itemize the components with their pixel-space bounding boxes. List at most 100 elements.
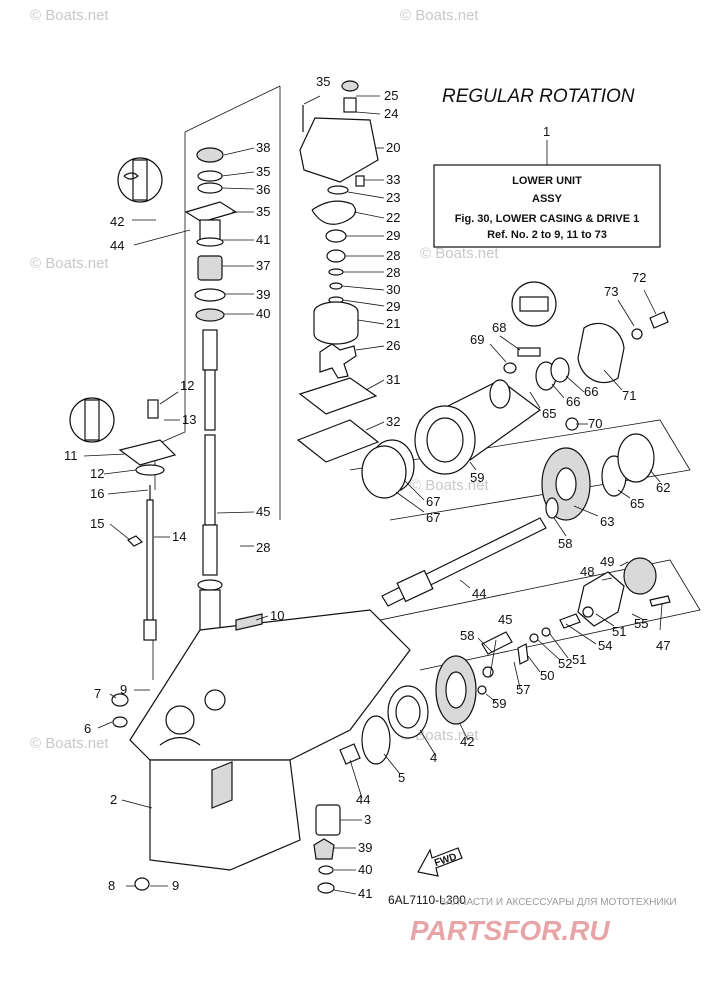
water-pump-assembly (296, 80, 380, 463)
watermark: © Boats.net (400, 7, 479, 24)
leader-lines (83, 95, 663, 895)
watermark: © Boats.net (30, 7, 109, 24)
callout-label: 28 (256, 540, 270, 555)
callout-label: 65 (630, 496, 644, 511)
callout-label: 57 (516, 682, 530, 697)
callout-label: 48 (580, 564, 594, 579)
info-box-line: ASSY (532, 193, 563, 205)
callout-label: 50 (540, 668, 554, 683)
callout-label: 10 (270, 608, 284, 623)
callout-label: 24 (384, 106, 398, 121)
info-box-frame (433, 164, 661, 248)
propeller-shaft (381, 517, 547, 607)
callout-label: 44 (356, 792, 370, 807)
callout-label: 13 (182, 412, 196, 427)
callout-label: 66 (584, 384, 598, 399)
callout-label: 28 (386, 265, 400, 280)
callout-label: 29 (386, 299, 400, 314)
drive-shaft-assembly (184, 147, 238, 663)
callout-label: 6 (84, 721, 91, 736)
callout-label: 11 (64, 448, 78, 463)
ad-brand: PARTSFOR.RU (410, 915, 610, 946)
callout-label: 22 (386, 210, 400, 225)
diagram-code: 6AL7110-L300 (388, 893, 466, 907)
lower-drive-parts (111, 693, 361, 894)
callout-label: 15 (90, 516, 104, 531)
callout-label: 9 (120, 682, 127, 697)
callout-label: 44 (472, 586, 486, 601)
callout-label: 29 (386, 228, 400, 243)
callout-label: 67 (426, 510, 440, 525)
callout-label: 14 (172, 529, 186, 544)
callout-label: 12 (180, 378, 194, 393)
gear-set (541, 433, 655, 521)
ad-tagline: ЗАПЧАСТИ И АКСЕССУАРЫ ДЛЯ МОТОТЕХНИКИ (440, 897, 677, 908)
callout-label: 8 (108, 878, 115, 893)
callout-label: 2 (110, 792, 117, 807)
callout-label: 9 (172, 878, 179, 893)
callout-label: 40 (256, 306, 270, 321)
watermark-layer: © Boats.net © Boats.net © Boats.net © Bo… (30, 7, 499, 752)
callout-label: 5 (398, 770, 405, 785)
detail-inset (69, 157, 557, 443)
callout-label: 45 (256, 504, 270, 519)
callout-label: 37 (256, 258, 270, 273)
callout-label: 55 (634, 616, 648, 631)
info-box-line: LOWER UNIT (512, 175, 582, 187)
callout-label: 12 (90, 466, 104, 481)
callout-label: 4 (430, 750, 437, 765)
callout-label: 59 (492, 696, 506, 711)
fwd-label: FWD (433, 852, 458, 870)
assembly-info-box: 1 LOWER UNIT ASSY Fig. 30, LOWER CASING … (433, 124, 661, 248)
callout-label: 35 (316, 74, 330, 89)
callout-label: 38 (256, 140, 270, 155)
callout-label: 47 (656, 638, 670, 653)
callout-label: 31 (386, 372, 400, 387)
callout-label: 30 (386, 282, 400, 297)
callout-label: 33 (386, 172, 400, 187)
callout-label: 35 (256, 164, 270, 179)
callout-label: 23 (386, 190, 400, 205)
callout-labels: 38 35 36 35 41 37 39 40 45 28 42 44 35 2… (64, 74, 670, 901)
callout-label: 62 (656, 480, 670, 495)
propeller-shaft-housing (361, 311, 669, 499)
info-box-line: Ref. No. 2 to 9, 11 to 73 (487, 229, 607, 241)
callout-label: 39 (358, 840, 372, 855)
callout-label: 16 (90, 486, 104, 501)
callout-label: 58 (558, 536, 572, 551)
watermark: © Boats.net (420, 245, 499, 262)
callout-label: 39 (256, 287, 270, 302)
callout-label: 21 (386, 316, 400, 331)
callout-label: 41 (256, 232, 270, 247)
callout-label: 36 (256, 182, 270, 197)
callout-label: 52 (558, 656, 572, 671)
callout-label: 28 (386, 248, 400, 263)
callout-label: 51 (612, 624, 626, 639)
callout-label: 49 (600, 554, 614, 569)
callout-label: 40 (358, 862, 372, 877)
callout-label: 26 (386, 338, 400, 353)
callout-label: 59 (470, 470, 484, 485)
watermark: © Boats.net (30, 735, 109, 752)
callout-label: 42 (110, 214, 124, 229)
callout-label: 67 (426, 494, 440, 509)
callout-label: 58 (460, 628, 474, 643)
callout-label: 44 (110, 238, 124, 253)
callout-label: 41 (358, 886, 372, 901)
gearcase-housing (129, 609, 411, 871)
shift-rod-assembly (118, 399, 177, 641)
info-box-line: Fig. 30, LOWER CASING & DRIVE 1 (455, 213, 640, 225)
callout-label: 20 (386, 140, 400, 155)
diagram-heading: REGULAR ROTATION (442, 86, 635, 107)
callout-label: 54 (598, 638, 612, 653)
callout-label: 63 (600, 514, 614, 529)
callout-label: 69 (470, 332, 484, 347)
callout-label: 1 (543, 124, 550, 139)
callout-label: 3 (364, 812, 371, 827)
callout-label: 42 (460, 734, 474, 749)
callout-label: 32 (386, 414, 400, 429)
callout-label: 70 (588, 416, 602, 431)
watermark: © Boats.net (410, 477, 489, 494)
forward-direction-arrow: FWD (417, 847, 463, 877)
watermark: © Boats.net (30, 255, 109, 272)
